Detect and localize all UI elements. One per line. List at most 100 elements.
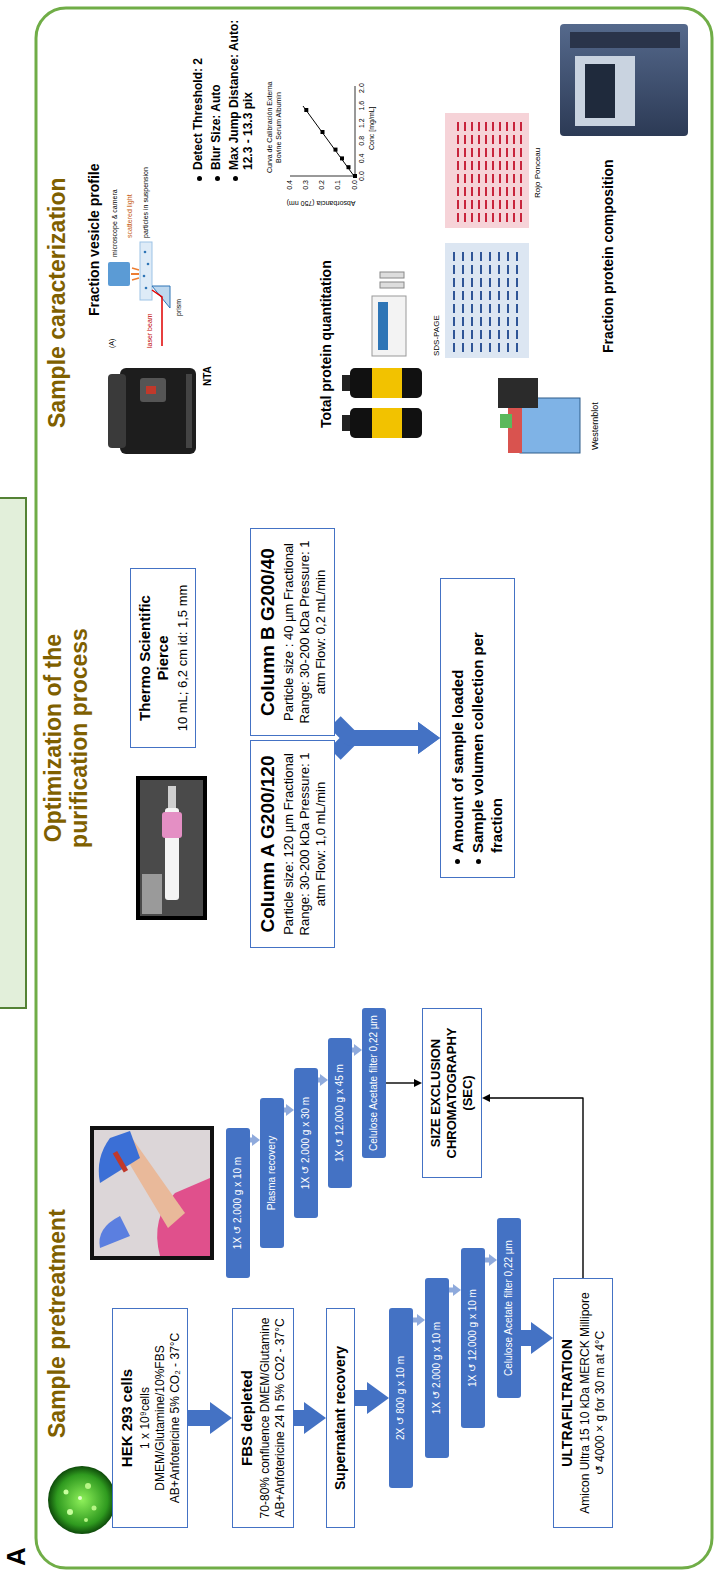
nta-instrument bbox=[108, 368, 196, 454]
schematic-label: microscope & camera bbox=[111, 189, 119, 257]
cell-culture-image-part bbox=[64, 1490, 69, 1495]
protein-reagents-part bbox=[372, 368, 402, 398]
bullet-dot bbox=[476, 859, 481, 864]
flow-arrow bbox=[352, 1048, 354, 1053]
step-bar: 1X ↺ 2.000 g x 30 m bbox=[294, 1068, 318, 1218]
blood-draw-photo-part bbox=[99, 1131, 140, 1183]
axis-tick: 0.0 bbox=[351, 180, 359, 195]
mass-spectrometer-part bbox=[560, 24, 688, 136]
box-heading: 1X ↺ 2.000 g x 10 m bbox=[431, 1284, 443, 1452]
flow-arrow bbox=[284, 1108, 286, 1113]
mass-spectrometer-part bbox=[570, 32, 680, 48]
box-heading: 1X ↺ 12.000 g x 45 m bbox=[334, 1044, 346, 1182]
protein-reagents-part bbox=[380, 272, 404, 278]
process-box: Supernatant recovery bbox=[326, 1308, 355, 1528]
calibration-plot-part bbox=[303, 106, 354, 176]
column-photo bbox=[138, 778, 205, 918]
flow-arrow bbox=[188, 1410, 210, 1426]
protein-reagents-part bbox=[350, 408, 422, 438]
nta-schematic-part bbox=[144, 251, 147, 254]
nta-instrument-part bbox=[186, 374, 192, 448]
step-bar: 1X ↺ 12.000 g x 10 m bbox=[461, 1248, 485, 1428]
box-body: 70-80% confluence DMEM/Glutamine AB+Anfo… bbox=[258, 1316, 287, 1520]
bullet-dot bbox=[233, 176, 238, 181]
axis-tick: 0.1 bbox=[334, 180, 342, 195]
box-heading: Column B G200/40 bbox=[256, 536, 279, 728]
nta-instrument-part bbox=[146, 386, 156, 394]
calibration-plot bbox=[290, 86, 357, 178]
nta-schematic-part bbox=[145, 287, 148, 290]
setting-item: Detect Threshold: 2 bbox=[192, 5, 206, 182]
flow-arrow bbox=[413, 1318, 417, 1323]
nta-schematic bbox=[108, 242, 170, 346]
box-heading: SIZE EXCLUSION CHROMATOGRAPHY (SEC) bbox=[428, 1016, 476, 1170]
process-box: FBS depleted70-80% confluence DMEM/Gluta… bbox=[232, 1308, 294, 1528]
ponceau-membrane-part bbox=[452, 213, 524, 222]
calibration-plot-part bbox=[304, 108, 308, 112]
sds-page-gel-part bbox=[452, 291, 524, 300]
subsection-title: Fraction protein composition bbox=[600, 159, 616, 353]
box-heading: 1X ↺ 12.000 g x 10 m bbox=[467, 1254, 479, 1422]
setting-item: Blur Size: Auto bbox=[210, 5, 224, 182]
sds-page-gel-part bbox=[445, 243, 529, 358]
step-bar: 1X ↺ 2.000 g x 10 m bbox=[425, 1278, 449, 1458]
cell-culture-image-part bbox=[78, 1496, 82, 1500]
protein-reagents-part bbox=[372, 296, 406, 356]
nta-schematic-part bbox=[132, 268, 139, 270]
ponceau-membrane-part bbox=[452, 135, 524, 144]
schematic-label: prism bbox=[175, 299, 183, 316]
blood-draw-photo-part bbox=[92, 1128, 212, 1258]
flow-arrow bbox=[521, 1330, 531, 1346]
nta-instrument-part bbox=[140, 378, 166, 402]
cell-culture-image bbox=[48, 1466, 116, 1534]
bullet-box: Amount of sample loadedSample volumen co… bbox=[440, 578, 515, 878]
box-body: 1 x 10⁹cells DMEM/Glutamine/10%FBS AB+An… bbox=[138, 1316, 182, 1520]
calibration-plot-part bbox=[347, 165, 351, 169]
sds-page-gel-part bbox=[452, 330, 524, 339]
box-body: Amicon Ultra 15 10 kDa MERCK Millipore ↺… bbox=[578, 1286, 607, 1520]
box-heading: 1X ↺ 2.000 g x 30 m bbox=[300, 1074, 312, 1212]
step-bar: 2X ↺ 800 g x 10 m bbox=[389, 1308, 413, 1488]
western-blot-device-part bbox=[500, 414, 512, 428]
image-label: Westernblot bbox=[590, 402, 600, 450]
column-box: Column A G200/120Particle size: 120 µm F… bbox=[250, 740, 335, 948]
plot-title: Bovine Serum Albumin bbox=[275, 92, 283, 163]
axis-tick: 0.0 bbox=[358, 168, 366, 184]
ponceau-membrane-part bbox=[452, 122, 524, 131]
bullet-item: Amount of sample loaded bbox=[449, 591, 467, 853]
flow-arrow bbox=[485, 1258, 489, 1263]
ponceau-membrane-part bbox=[452, 187, 524, 196]
panel-letter: A bbox=[2, 1547, 32, 1566]
axis-tick: 1.6 bbox=[358, 98, 366, 114]
flow-arrow bbox=[386, 1082, 414, 1083]
axis-tick: 0.4 bbox=[358, 150, 366, 166]
plot-title: Curva de Calibración Externa bbox=[266, 82, 274, 173]
column-box: Column B G200/40Particle size : 40 µm Fr… bbox=[250, 528, 335, 736]
sds-page-gel-part bbox=[452, 304, 524, 313]
western-blot-device bbox=[498, 378, 580, 453]
step-bar: Plasma recovery bbox=[260, 1098, 284, 1248]
flow-arrow bbox=[355, 1390, 367, 1406]
calibration-plot-part bbox=[353, 174, 357, 178]
axis-tick: 1.2 bbox=[358, 115, 366, 131]
nta-schematic-part bbox=[108, 262, 130, 286]
axis-title: Absorbancia (750 nm) bbox=[286, 199, 356, 207]
ponceau-membrane-part bbox=[452, 148, 524, 157]
process-box: ULTRAFILTRATIONAmicon Ultra 15 10 kDa ME… bbox=[553, 1278, 613, 1528]
schematic-label: (A) bbox=[108, 339, 116, 348]
section-frame bbox=[36, 8, 712, 1568]
subsection-title: Fraction vesicle profile bbox=[86, 164, 102, 317]
equipment-box: Thermo Scientific Pierce10 mL; 6,2 cm id… bbox=[130, 568, 196, 748]
header-box bbox=[0, 498, 26, 1008]
column-photo-part bbox=[142, 874, 162, 914]
calibration-plot-part bbox=[340, 156, 344, 160]
box-heading: Column A G200/120 bbox=[256, 748, 279, 940]
western-blot-device-part bbox=[498, 378, 538, 408]
axis-tick: 0.4 bbox=[286, 180, 294, 195]
box-body: 10 mL; 6,2 cm id: 1,5 mm bbox=[175, 576, 191, 740]
sds-page-gel-part bbox=[452, 252, 524, 261]
blood-draw-photo-part bbox=[99, 1216, 130, 1248]
axis-title: Conc [mg/mL] bbox=[368, 106, 376, 150]
mass-spectrometer bbox=[560, 24, 688, 136]
axis-tick: 0.8 bbox=[358, 133, 366, 149]
